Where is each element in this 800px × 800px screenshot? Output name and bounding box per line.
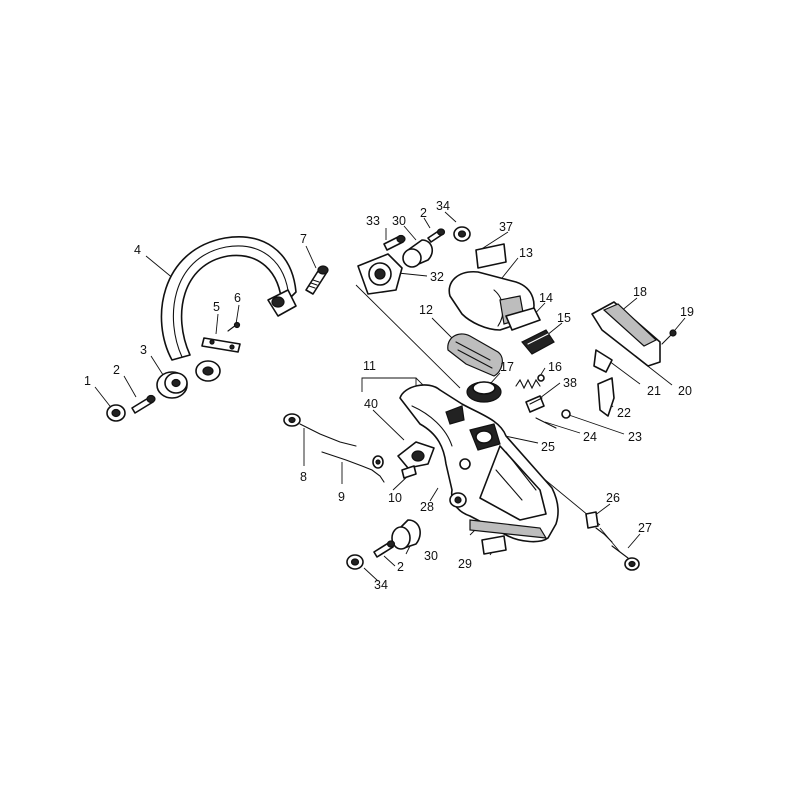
callout-26: 26 <box>606 491 620 505</box>
bracket-clip <box>201 337 241 353</box>
callout-numbers: 1 2 3 4 5 6 7 8 9 10 11 12 13 14 15 16 1… <box>84 199 694 592</box>
pin-23 <box>535 417 557 429</box>
screw-2-lower <box>373 540 396 558</box>
callout-30b: 30 <box>424 549 438 563</box>
callout-12: 12 <box>419 303 433 317</box>
callout-24: 24 <box>583 430 597 444</box>
callout-3: 3 <box>140 343 147 357</box>
callout-2b: 2 <box>420 206 427 220</box>
cover-plate-18 <box>591 301 661 367</box>
sticker-29 <box>481 535 507 555</box>
grommet-40 <box>397 441 435 469</box>
callout-28: 28 <box>420 500 434 514</box>
nut-34-lower <box>346 554 364 570</box>
cable-8 <box>283 413 357 447</box>
callout-11: 11 <box>363 359 376 373</box>
callout-15: 15 <box>557 311 571 325</box>
callout-10: 10 <box>388 491 402 505</box>
callout-29: 29 <box>458 557 472 571</box>
clip-38 <box>525 395 545 413</box>
rubber-mount-30-upper <box>402 239 434 268</box>
callout-2a: 2 <box>113 363 120 377</box>
screw-19 <box>661 329 677 345</box>
rubber-mount-3 <box>156 371 188 399</box>
callout-21: 21 <box>647 384 661 398</box>
sticker-37 <box>475 243 507 269</box>
callout-13: 13 <box>519 246 533 260</box>
callout-32: 32 <box>430 270 444 284</box>
callout-33: 33 <box>366 214 380 228</box>
callout-23: 23 <box>628 430 642 444</box>
throttle-trigger-21 <box>593 349 613 373</box>
callout-16: 16 <box>548 360 562 374</box>
callout-17: 17 <box>500 360 514 374</box>
spring-16 <box>515 374 545 390</box>
callout-19: 19 <box>680 305 694 319</box>
filter-element-12 <box>447 333 503 377</box>
callout-1: 1 <box>84 374 91 388</box>
screw-2 <box>131 394 156 414</box>
callout-34b: 34 <box>374 578 388 592</box>
rear-handle-housing-11 <box>399 384 559 543</box>
callout-2c: 2 <box>397 560 404 574</box>
callout-4: 4 <box>134 243 141 257</box>
grip-15 <box>521 329 555 355</box>
small-screw <box>227 321 241 332</box>
throttle-lever-22 <box>597 377 615 417</box>
plate-14 <box>505 307 541 331</box>
callout-8: 8 <box>300 470 307 484</box>
callout-38: 38 <box>563 376 577 390</box>
front-handle <box>160 236 297 382</box>
callout-37: 37 <box>499 220 513 234</box>
clip-26 <box>585 511 613 543</box>
fastener-10 <box>401 465 417 479</box>
mount-bracket-32 <box>357 253 403 295</box>
bushing-24 <box>561 409 571 419</box>
callout-34a: 34 <box>436 199 450 213</box>
rubber-mount-30-lower <box>391 519 421 550</box>
bolt-33 <box>383 234 406 251</box>
wire-9 <box>321 451 385 483</box>
callout-20: 20 <box>678 384 692 398</box>
choke-knob-17 <box>466 381 502 403</box>
callout-14: 14 <box>539 291 553 305</box>
callout-27: 27 <box>638 521 652 535</box>
callout-22: 22 <box>617 406 631 420</box>
callout-9: 9 <box>338 490 345 504</box>
callout-5: 5 <box>213 300 220 314</box>
callout-6: 6 <box>234 291 241 305</box>
callout-30a: 30 <box>392 214 406 228</box>
nut-34-upper <box>453 226 471 242</box>
screw-2-upper <box>427 228 446 243</box>
plug-27 <box>611 545 640 571</box>
nut-1 <box>106 404 126 422</box>
callout-40: 40 <box>364 397 378 411</box>
callout-18: 18 <box>633 285 647 299</box>
callout-25: 25 <box>541 440 555 454</box>
handle-bolt <box>305 265 329 295</box>
callout-7: 7 <box>300 232 307 246</box>
